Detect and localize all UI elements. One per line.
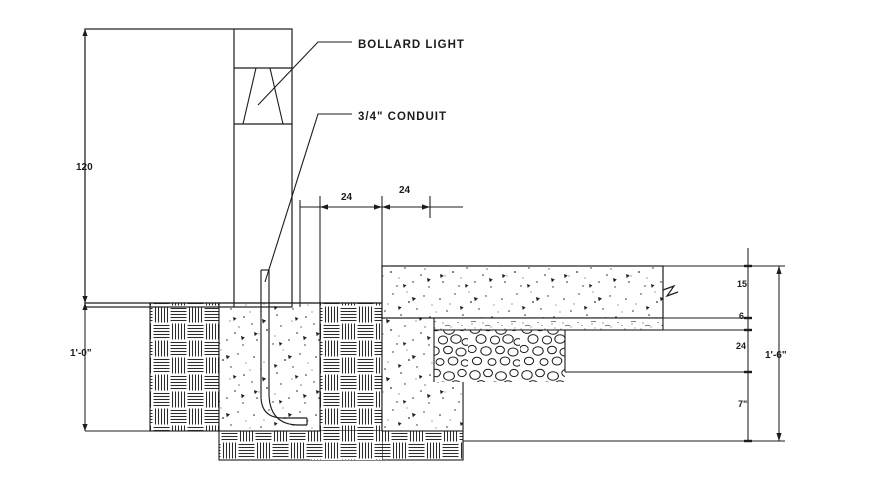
conduit-run [260, 269, 308, 426]
dim-footing-depth: 1'-0" [70, 348, 92, 359]
top-dimension-chain [299, 196, 463, 307]
dim-gravel-depth: 24 [736, 341, 747, 351]
gravel-sub-base [433, 329, 566, 382]
earth-hatch-bottom [218, 430, 383, 461]
bollard-louver-detail [242, 67, 284, 125]
earth-hatch-mid [319, 302, 383, 432]
dim-width-b: 24 [399, 185, 411, 196]
dim-width-a: 24 [341, 192, 353, 203]
dim-subgrade: 7" [738, 399, 748, 409]
dim-base-course: 6 [739, 311, 745, 321]
bollard-post [84, 28, 293, 308]
note-bollard-light: BOLLARD LIGHT [358, 39, 465, 51]
dim-post-height: 120 [76, 162, 93, 173]
earth-hatch-left [149, 302, 220, 432]
break-line-symbol [662, 284, 679, 298]
sand-base-course [433, 317, 664, 331]
leader-lines [257, 41, 352, 283]
note-conduit: 3/4" CONDUIT [358, 111, 448, 123]
right-dimension-chain [625, 248, 785, 443]
concrete-slab [381, 265, 664, 319]
dim-overall-depth: 1'-6" [765, 350, 787, 361]
dim-slab-thickness: 15 [737, 279, 748, 289]
left-dimension-chain [82, 29, 150, 432]
